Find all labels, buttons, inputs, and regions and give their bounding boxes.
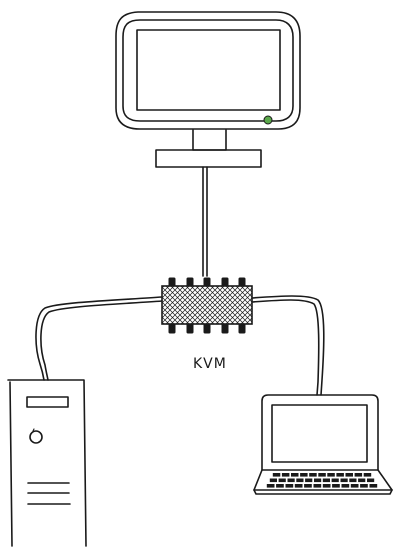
laptop-key [287,478,295,483]
laptop-key [340,478,348,483]
laptop-key [285,484,294,488]
laptop-key [272,473,281,477]
laptop-key [281,473,290,477]
laptop-key [354,473,363,477]
laptop-key [266,484,275,488]
laptop-key [369,484,378,488]
laptop-key [322,484,331,488]
monitor-icon [115,11,301,168]
laptop-key [350,484,359,488]
laptop-key [276,484,284,488]
laptop-key [305,478,313,483]
laptop-key [291,473,299,477]
kvm-switch-icon [161,277,253,334]
desktop-tower-icon [7,379,87,547]
power-led-icon [263,115,273,125]
cable-kvm-desktop [35,296,163,381]
kvm-label: KVM [193,356,227,372]
laptop-key [294,484,303,488]
laptop-key [358,478,366,483]
laptop-key [278,478,286,483]
laptop-key [367,478,375,483]
cable-kvm-laptop [251,295,325,396]
laptop-keyboard-icon [266,473,378,488]
laptop-key [341,484,350,488]
laptop-key [363,473,372,477]
laptop-icon [253,394,393,495]
laptop-key [332,484,340,488]
laptop-key [304,484,312,488]
laptop-key [327,473,335,477]
laptop-key [345,473,353,477]
laptop-key [336,473,344,477]
cable-monitor-kvm [202,166,208,277]
laptop-key [314,478,322,483]
laptop-key [309,473,317,477]
laptop-key [300,473,308,477]
laptop-key [269,478,277,483]
laptop-key [313,484,322,488]
laptop-key [360,484,368,488]
laptop-key [296,478,304,483]
laptop-key [349,478,357,483]
laptop-key [322,478,330,483]
laptop-key [318,473,326,477]
laptop-key [331,478,339,483]
